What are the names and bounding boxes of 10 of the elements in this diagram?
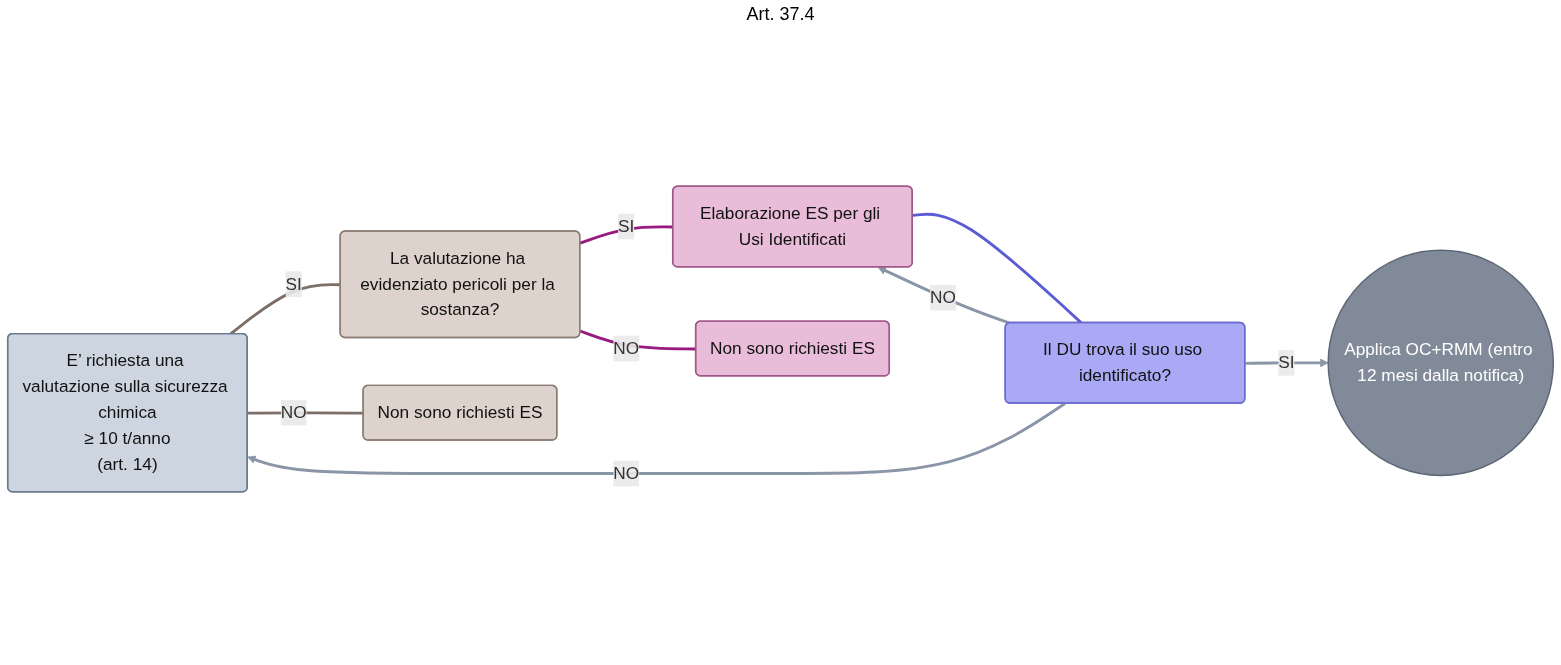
- edge-label: SI: [285, 274, 302, 294]
- edge-label: NO: [613, 463, 640, 483]
- edge-label: SI: [1278, 352, 1295, 372]
- edge-label: SI: [618, 216, 635, 236]
- edge-label: NO: [280, 402, 307, 422]
- node-circle: Applica OC+RMM (entro 12 mesi dalla notifica): [1327, 249, 1555, 477]
- note-text: Art. 37.4: [746, 4, 815, 24]
- edge-label: NO: [929, 287, 956, 307]
- arrow: [877, 266, 1011, 325]
- edge-label: NO: [613, 338, 640, 358]
